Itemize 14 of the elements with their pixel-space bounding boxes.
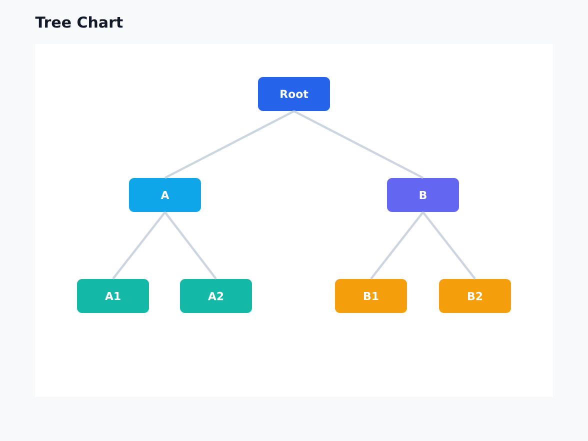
tree-node: Root (258, 77, 330, 111)
tree-node: A1 (77, 279, 149, 313)
chart-title: Tree Chart (35, 16, 123, 28)
tree-node: B2 (439, 279, 511, 313)
tree-node: A (129, 178, 201, 212)
connector-line (370, 212, 424, 280)
connector-line (164, 110, 294, 179)
connector-line (422, 212, 476, 280)
connector-line (112, 212, 166, 280)
tree-node: A2 (180, 279, 252, 313)
tree-node: B (387, 178, 459, 212)
tree-node: B1 (335, 279, 407, 313)
connector-line (294, 110, 424, 179)
connector-line (164, 212, 217, 280)
